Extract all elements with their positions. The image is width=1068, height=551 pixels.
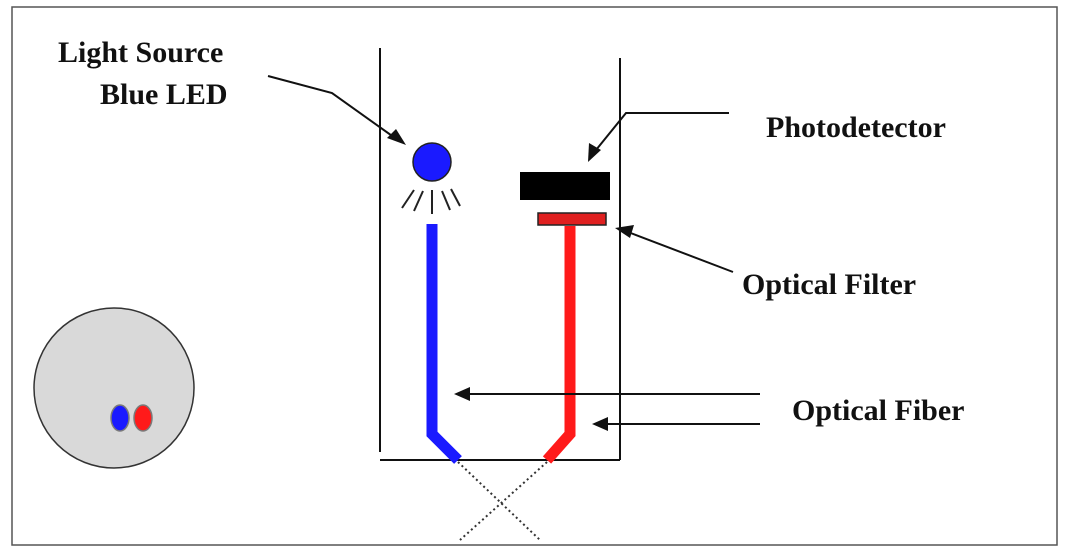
optical-filter-label: Optical Filter: [742, 268, 917, 301]
photodetector-leader: [595, 112, 729, 151]
diagram-frame: [11, 6, 1058, 546]
fiber-cross-section: [33, 307, 195, 469]
probe-housing: [379, 48, 621, 461]
collection-fiber: [542, 226, 576, 464]
optical-fiber-label: Optical Fiber: [792, 394, 965, 427]
photodetector: [520, 172, 610, 200]
blue-led-label: Blue LED: [100, 78, 228, 111]
led-leader: [267, 75, 396, 139]
photodetector-label: Photodetector: [766, 111, 946, 144]
blue-led: [412, 142, 452, 182]
light-cones: [457, 461, 548, 541]
light-source-label: Light Source: [58, 36, 224, 69]
photodetector-arrowhead: [588, 143, 601, 162]
filter-leader: [627, 231, 734, 273]
emission-fiber-end: [110, 404, 130, 432]
collection-fiber-end: [133, 404, 153, 432]
optical-filter: [537, 212, 607, 226]
filter-arrowhead: [615, 225, 634, 238]
emission-fiber: [426, 224, 462, 464]
fiber-arrowhead-2: [592, 417, 608, 431]
arrowheads: [387, 129, 634, 431]
fiber-arrowhead-1: [454, 387, 470, 401]
led-arrowhead: [387, 129, 406, 145]
cross-section-disc: [33, 307, 195, 469]
leader-lines: [267, 75, 760, 425]
led-light-rays: [401, 188, 461, 214]
